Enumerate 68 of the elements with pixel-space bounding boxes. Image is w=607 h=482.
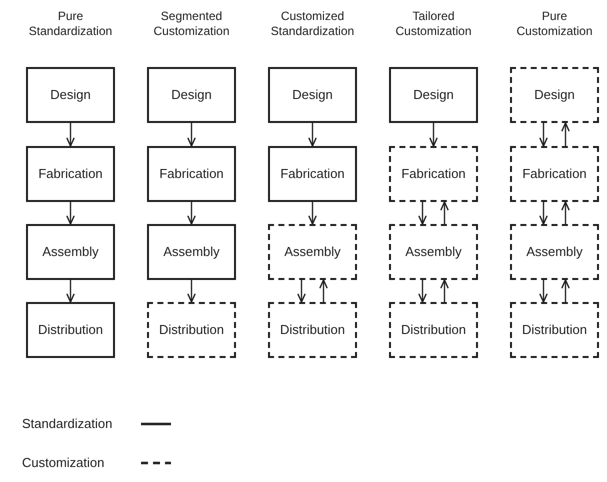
box-label: Assembly [405, 243, 462, 262]
box-label: Fabrication [522, 165, 587, 184]
box-label: Assembly [284, 243, 341, 262]
column-heading: Customized Standardization [270, 9, 356, 39]
column-heading: Pure Customization [515, 9, 594, 39]
arrow [539, 202, 548, 225]
arrow [561, 201, 570, 224]
process-box [147, 146, 236, 202]
column-heading: Segmented Customization [152, 9, 231, 39]
arrow [187, 280, 196, 303]
dashed-process-box [389, 146, 478, 202]
box-label: Fabrication [159, 165, 224, 184]
box-label: Fabrication [280, 165, 345, 184]
arrow [418, 202, 427, 225]
legend-label: Standardization [22, 415, 114, 433]
dashed-process-box [268, 302, 357, 358]
column-heading: Pure Standardization [28, 9, 114, 39]
box-label: Design [413, 86, 454, 104]
arrow [319, 279, 328, 302]
arrow [308, 123, 317, 147]
arrow [66, 280, 75, 303]
box-label: Design [50, 86, 91, 104]
process-box [268, 146, 357, 202]
arrow [297, 280, 306, 303]
column-heading: Tailored Customization [394, 9, 473, 39]
dashed-process-box [510, 67, 599, 123]
process-box [147, 224, 236, 280]
box-label: Distribution [400, 321, 466, 340]
dashed-process-box [389, 224, 478, 280]
legend-label: Customization [22, 454, 106, 472]
arrow [561, 279, 570, 302]
arrow [187, 123, 196, 147]
arrow [561, 122, 570, 146]
dashed-process-box [510, 302, 599, 358]
dashed-process-box [147, 302, 236, 358]
arrow [539, 123, 548, 147]
arrow [539, 280, 548, 303]
box-label: Distribution [158, 321, 224, 340]
box-label: Assembly [526, 243, 583, 262]
box-label: Assembly [163, 243, 220, 262]
arrow [440, 279, 449, 302]
process-box [268, 67, 357, 123]
box-label: Distribution [38, 321, 104, 340]
process-box [147, 67, 236, 123]
process-box [26, 224, 115, 280]
box-label: Distribution [280, 321, 346, 340]
box-label: Assembly [42, 243, 99, 262]
dashed-process-box [510, 224, 599, 280]
arrow [440, 201, 449, 224]
box-label: Design [171, 86, 212, 104]
box-label: Design [292, 86, 333, 104]
process-box [389, 67, 478, 123]
dashed-process-box [510, 146, 599, 202]
process-box [26, 146, 115, 202]
box-label: Fabrication [401, 165, 466, 184]
dashed-process-box [389, 302, 478, 358]
arrow [66, 123, 75, 147]
dashed-process-box [268, 224, 357, 280]
box-label: Distribution [522, 321, 588, 340]
arrow [187, 202, 196, 225]
arrow [418, 280, 427, 303]
arrow [429, 123, 438, 147]
process-box [26, 302, 115, 358]
arrow [66, 202, 75, 225]
box-label: Design [534, 86, 575, 104]
process-box [26, 67, 115, 123]
box-label: Fabrication [38, 165, 103, 184]
arrow [308, 202, 317, 225]
